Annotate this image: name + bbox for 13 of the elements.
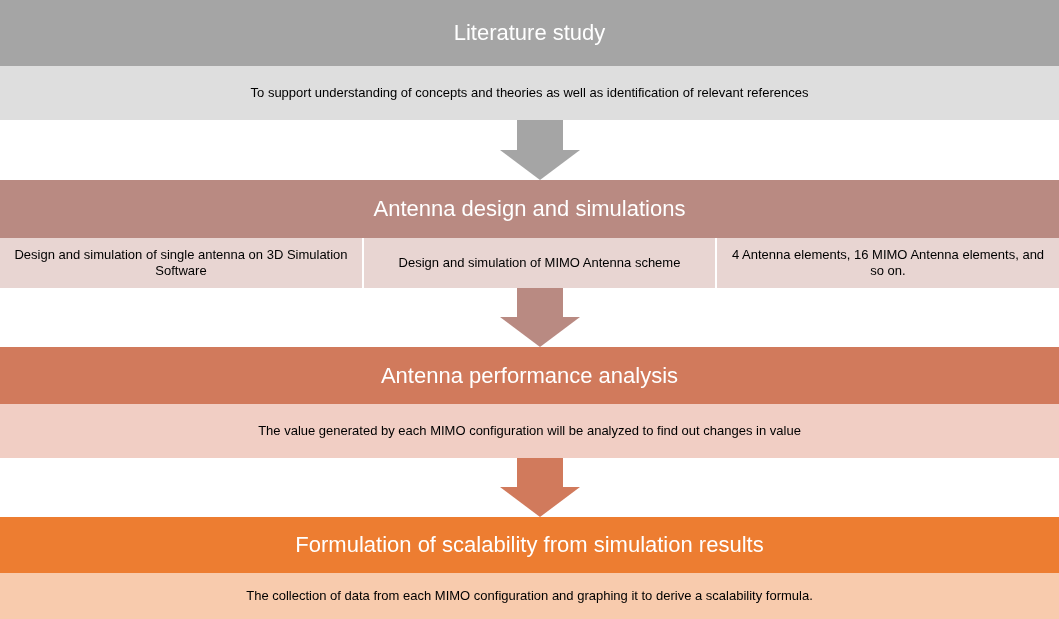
stage-header-band: Literature study <box>0 0 1059 66</box>
block-arrow <box>500 120 580 180</box>
stage-step-box: Design and simulation of MIMO Antenna scheme <box>364 238 715 288</box>
stage-header-band: Formulation of scalability from simulation results <box>0 517 1059 573</box>
stage-description-band: The collection of data from each MIMO configuration and graphing it to derive a scalability formula. <box>0 573 1059 619</box>
stage-header-band: Antenna design and simulations <box>0 180 1059 238</box>
block-arrow <box>500 288 580 347</box>
stage-description-band: To support understanding of concepts and theories as well as identification of relevant references <box>0 66 1059 120</box>
stage-step-box: 4 Antenna elements, 16 MIMO Antenna elements, and so on. <box>717 238 1059 288</box>
stage-step-box: Design and simulation of single antenna on 3D Simulation Software <box>0 238 362 288</box>
stage-header-band: Antenna performance analysis <box>0 347 1059 404</box>
stage-description-band: The value generated by each MIMO configuration will be analyzed to find out changes in value <box>0 404 1059 458</box>
block-arrow <box>500 458 580 517</box>
